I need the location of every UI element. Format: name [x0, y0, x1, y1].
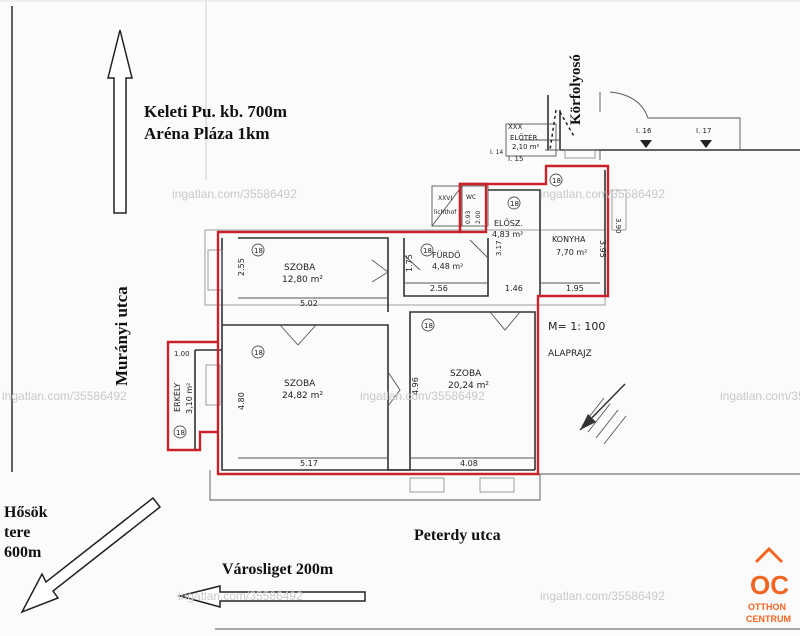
- room-area: 24,82 m²: [282, 391, 323, 401]
- logo-line-1: OTTHON: [748, 602, 786, 612]
- watermark-text: ingatlan.com/35586492: [2, 389, 127, 403]
- room-szoba-3: SZOBA 20,24 m² 18: [424, 322, 489, 391]
- room-area: 7,70 m²: [556, 248, 587, 257]
- logo-line-2: CENTRUM: [746, 614, 791, 624]
- plan-title: ALAPRAJZ: [548, 349, 592, 359]
- room-label: SZOBA: [284, 263, 316, 273]
- korfolyoso-label: Körfolyosó: [568, 54, 584, 125]
- dimension-label: 3.17: [495, 240, 503, 256]
- apartment-boundary: [166, 164, 610, 476]
- hosok-label-1: Hősök: [4, 504, 48, 521]
- arena-label: Aréna Pláza 1km: [144, 124, 270, 143]
- room-konyha: KONYHA 7,70 m² 18: [552, 177, 587, 257]
- watermark-text: ingatlan.com/35586492: [720, 389, 800, 403]
- room-area: 4,83 m²: [492, 230, 523, 239]
- dimension-label: 4.08: [460, 459, 478, 468]
- lichthof-tag: lichthof: [434, 209, 457, 216]
- muranyi-street-label: Murányi utca: [112, 286, 131, 386]
- hosok-arrow: [20, 496, 162, 614]
- room-number: 18: [424, 322, 433, 330]
- i14-tag: I. 14: [490, 149, 503, 156]
- room-eloszoba: ELŐSZ. 4,83 m² 18: [492, 200, 523, 239]
- room-label: KONYHA: [552, 235, 586, 244]
- varosliget-arrow: [177, 585, 366, 608]
- room-area: 20,24 m²: [448, 381, 489, 391]
- room-number-markers: [173, 173, 563, 439]
- watermark-text: ingatlan.com/35586492: [360, 389, 485, 403]
- scale-label: M= 1: 100: [548, 320, 605, 333]
- dimension-label: 4.96: [411, 377, 420, 395]
- dimension-label: 4.80: [237, 392, 246, 410]
- room-label: ELŐTÉR: [510, 133, 538, 142]
- room-szoba-1: SZOBA 12,80 m² 18: [254, 247, 323, 285]
- room-number: 18: [423, 247, 432, 255]
- dimension-label: 1.46: [505, 284, 523, 293]
- room-label: ERKÉLY: [171, 383, 182, 412]
- room-number: 18: [552, 177, 561, 185]
- dimension-label: 2.55: [237, 258, 246, 276]
- room-label: FÜRDŐ: [432, 250, 460, 260]
- xxvi-tag: XXVI: [438, 195, 452, 202]
- room-number: 18: [254, 247, 263, 255]
- north-arrow: [107, 29, 133, 214]
- varosliget-label: Városliget 200m: [222, 561, 334, 578]
- i15-tag: I. 15: [508, 155, 523, 163]
- room-szoba-2: SZOBA 24,82 m² 18: [254, 349, 323, 401]
- watermark-text: ingatlan.com/35586492: [172, 187, 297, 201]
- watermark-text: ingatlan.com/35586492: [540, 187, 665, 201]
- dimension-label: 5.02: [300, 299, 318, 308]
- room-number: 18: [510, 200, 519, 208]
- room-furdo: FÜRDŐ 4,48 m² 18: [423, 247, 463, 271]
- i16-tag: I. 16: [636, 127, 652, 135]
- dimension-label: 2.00: [475, 210, 482, 224]
- dimension-label: 5.17: [300, 459, 318, 468]
- room-area: 3,10 m²: [185, 383, 194, 414]
- room-label: SZOBA: [450, 369, 482, 379]
- room-label: ELŐSZ.: [494, 218, 523, 228]
- room-label: SZOBA: [284, 379, 316, 389]
- room-number: 18: [176, 429, 185, 437]
- dimension-label: 2.56: [430, 284, 448, 293]
- watermark-text: ingatlan.com/35586492: [540, 589, 665, 603]
- room-area: 4,48 m²: [432, 262, 463, 271]
- room-number: XXX: [508, 123, 523, 131]
- i17-tag: I. 17: [696, 127, 711, 135]
- dimension-label: 3.95: [598, 240, 607, 258]
- dimension-label: 1.00: [174, 350, 190, 358]
- hosok-label-2: tere: [4, 524, 30, 541]
- hosok-label-3: 600m: [4, 544, 42, 561]
- room-area: 2,10 m²: [512, 143, 540, 151]
- otthon-centrum-logo: OC OTTHON CENTRUM: [746, 546, 791, 624]
- room-number: 18: [254, 349, 263, 357]
- dimension-label: 3.90: [614, 218, 622, 234]
- wc-tag: WC: [466, 194, 476, 201]
- dimension-label: 0.93: [465, 210, 472, 224]
- watermark-text: ingatlan.com/35586492: [178, 589, 303, 603]
- keleti-label: Keleti Pu. kb. 700m: [144, 102, 287, 121]
- room-erkely: ERKÉLY 3,10 m² 18: [171, 383, 194, 437]
- room-area: 12,80 m²: [282, 275, 323, 285]
- room-eloter: ELŐTÉR 2,10 m² XXX: [508, 123, 540, 151]
- corridor-outline: [505, 91, 800, 160]
- walls: [194, 170, 627, 501]
- logo-mark: OC: [750, 570, 789, 600]
- dimension-label: 1.75: [405, 254, 414, 272]
- peterdy-street-label: Peterdy utca: [414, 527, 501, 544]
- dimension-label: 1.95: [566, 284, 584, 293]
